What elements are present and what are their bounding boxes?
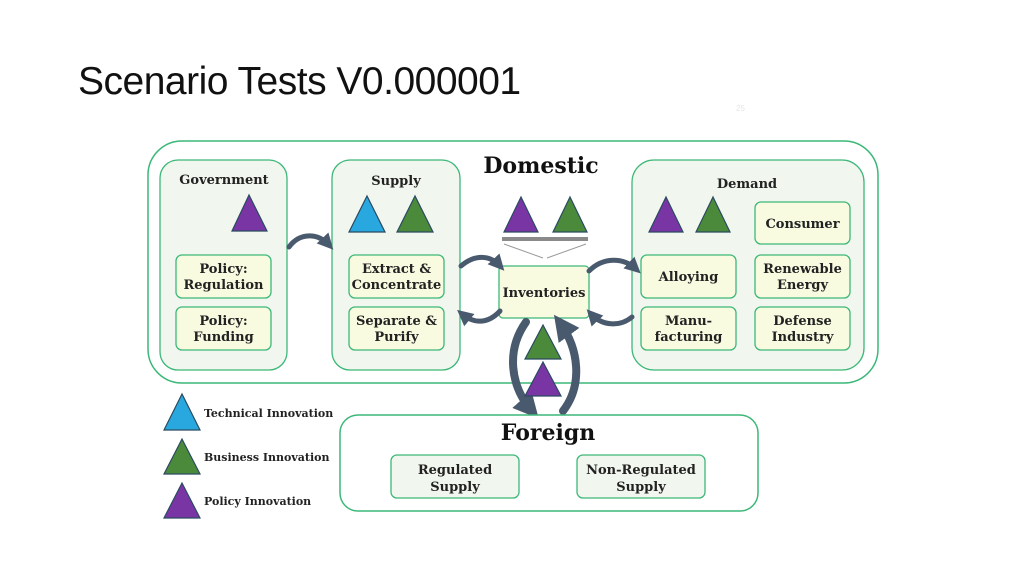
box-line: Funding <box>193 330 253 345</box>
foreign-title: Foreign <box>501 420 595 446</box>
policy-triangle-icon <box>524 360 562 397</box>
non-regulated-supply-box: Non-Regulated Supply <box>576 454 706 499</box>
box-line: Policy: <box>199 314 247 329</box>
arrow-inventories-to-demand <box>586 256 641 274</box>
box-line: Energy <box>777 278 829 293</box>
policy-regulation-box: Policy: Regulation <box>175 254 272 299</box>
inventories-label: Inventories <box>503 286 586 301</box>
box-line: Non-Regulated <box>586 463 696 478</box>
balance-line-left <box>503 243 544 259</box>
policy-funding-box: Policy: Funding <box>175 306 272 351</box>
box-line: Alloying <box>658 270 719 285</box>
demand-title: Demand <box>717 177 777 192</box>
arrow-government-to-supply <box>286 232 334 250</box>
legend-label: Policy Innovation <box>204 495 311 508</box>
box-line: Regulated <box>418 463 492 478</box>
box-line: Manu- <box>665 314 712 329</box>
government-title: Government <box>179 173 268 188</box>
box-line: Supply <box>616 480 666 495</box>
box-line: Regulation <box>183 278 264 293</box>
balance-line-right <box>546 243 587 259</box>
box-line: Consumer <box>765 217 839 232</box>
consumer-box: Consumer <box>754 201 851 245</box>
box-line: Renewable <box>763 262 842 277</box>
legend-item-policy: Policy Innovation <box>163 481 311 519</box>
arrow-foreign-to-inventories <box>553 314 581 415</box>
legend: Technical Innovation Business Innovation… <box>163 392 333 519</box>
box-line: Policy: <box>199 262 247 277</box>
balance-beam <box>502 237 588 241</box>
arrow-inventories-to-supply <box>457 308 503 327</box>
arrow-demand-to-inventories <box>586 309 635 327</box>
arrow-inventories-to-foreign <box>509 318 539 419</box>
policy-triangle-icon <box>163 481 201 519</box>
policy-triangle-icon <box>231 193 268 232</box>
technical-triangle-icon <box>348 194 386 233</box>
defense-industry-box: Defense Industry <box>754 306 851 351</box>
policy-triangle-icon <box>503 195 539 233</box>
inventories-box: Inventories <box>498 265 590 319</box>
legend-item-technical: Technical Innovation <box>163 392 333 431</box>
box-line: Separate & <box>356 314 437 329</box>
business-triangle-icon <box>695 195 731 233</box>
legend-item-business: Business Innovation <box>163 437 329 475</box>
extract-concentrate-box: Extract & Concentrate <box>348 254 445 299</box>
separate-purify-box: Separate & Purify <box>348 306 445 351</box>
box-line: Concentrate <box>352 278 442 293</box>
policy-triangle-icon <box>648 195 684 233</box>
business-triangle-icon <box>396 194 434 233</box>
slide-title: Scenario Tests V0.000001 <box>78 60 521 103</box>
alloying-box: Alloying <box>640 254 737 299</box>
box-line: Defense <box>773 314 831 329</box>
box-line: Industry <box>772 330 834 345</box>
box-line: facturing <box>655 330 723 345</box>
box-line: Supply <box>430 480 480 495</box>
renewable-energy-box: Renewable Energy <box>754 254 851 299</box>
supply-title: Supply <box>371 174 421 189</box>
regulated-supply-box: Regulated Supply <box>390 454 520 499</box>
page-number: 25 <box>736 104 745 113</box>
flow-arrows <box>286 232 641 327</box>
legend-label: Technical Innovation <box>204 407 333 420</box>
business-triangle-icon <box>552 195 588 233</box>
business-triangle-icon <box>163 437 201 475</box>
arrow-supply-to-inventories <box>458 253 505 271</box>
domestic-title: Domestic <box>483 153 598 179</box>
technical-triangle-icon <box>163 392 201 431</box>
foreign-flow-arrows <box>509 314 581 419</box>
box-line: Extract & <box>362 262 431 277</box>
box-line: Purify <box>374 330 419 345</box>
legend-label: Business Innovation <box>204 451 329 464</box>
business-triangle-icon <box>524 323 562 360</box>
manufacturing-box: Manu- facturing <box>640 306 737 351</box>
